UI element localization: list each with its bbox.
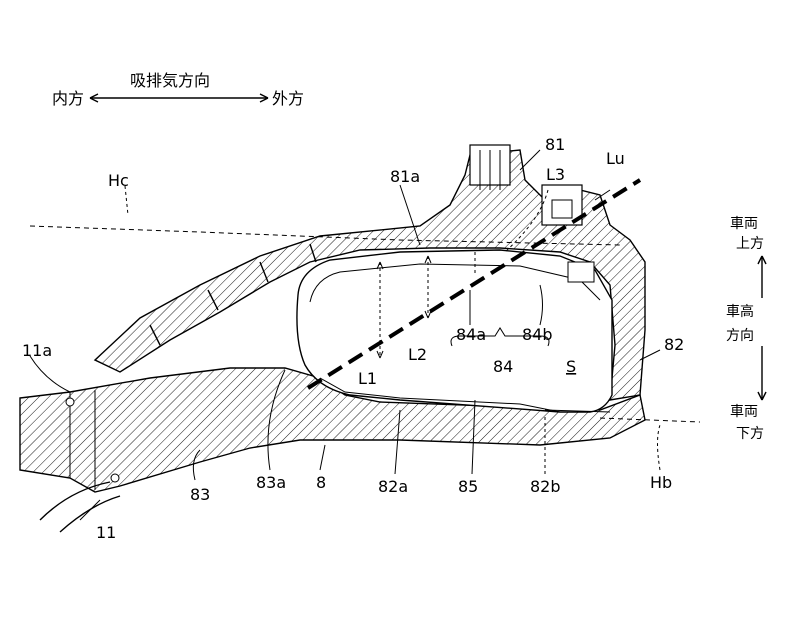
leader-lines [29, 149, 661, 521]
label-l3: L3 [546, 165, 565, 184]
vertical-bottom-line1: 車両 [730, 403, 758, 420]
label-81a: 81a [390, 167, 420, 186]
direction-inward: 内方 [52, 89, 84, 108]
chamber-s [296, 249, 613, 413]
label-82: 82 [664, 335, 684, 354]
label-84: 84 [493, 357, 513, 376]
label-82a: 82a [378, 477, 408, 496]
reference-line-hb [599, 417, 701, 423]
inner-wall-84 [309, 263, 601, 303]
vertical-mid-line2: 方向 [726, 328, 754, 344]
direction-outward: 外方 [272, 89, 304, 108]
line-lu [306, 178, 642, 390]
label-85: 85 [458, 477, 478, 496]
connector-top [469, 144, 595, 283]
label-84b: 84b [522, 325, 553, 344]
label-s: S [566, 357, 576, 376]
direction-title: 吸排気方向 [130, 71, 210, 90]
label-11a: 11a [22, 341, 52, 360]
upper-duct-81 [93, 149, 646, 401]
vehicle-height-direction-indicator: 車両 上方 車高 方向 車両 下方 [722, 215, 767, 442]
label-hc: Hc [108, 171, 129, 190]
label-81: 81 [545, 135, 565, 154]
bolt-icon [65, 397, 75, 407]
label-hb: Hb [650, 473, 672, 492]
lower-body-83 [19, 367, 646, 493]
label-8: 8 [316, 473, 326, 492]
arrow-up-icon [757, 255, 767, 265]
arrow-right-icon [259, 93, 269, 103]
arrow-down-icon [757, 391, 767, 401]
label-lu: Lu [606, 149, 625, 168]
vertical-mid-line1: 車高 [726, 303, 754, 320]
arrow-left-icon [89, 93, 99, 103]
vertical-top-line2: 上方 [736, 236, 764, 252]
vertical-top-line1: 車両 [730, 215, 758, 232]
vertical-bottom-line2: 下方 [736, 426, 764, 442]
label-11: 11 [96, 523, 116, 542]
label-l1: L1 [358, 369, 377, 388]
reference-labels: 81 81a Lu L3 Hc 11a 11 L1 L2 84a 84b 84 … [22, 135, 684, 542]
label-83: 83 [190, 485, 210, 504]
label-83a: 83a [256, 473, 286, 492]
label-82b: 82b [530, 477, 561, 496]
inner-wall-85 [319, 377, 561, 413]
label-l2: L2 [408, 345, 427, 364]
label-84a: 84a [456, 325, 486, 344]
intake-exhaust-direction-indicator: 吸排気方向 内方 外方 [52, 71, 304, 108]
bolt-icon [110, 473, 120, 483]
duct-fins [149, 243, 317, 346]
wall-82b [544, 409, 611, 413]
